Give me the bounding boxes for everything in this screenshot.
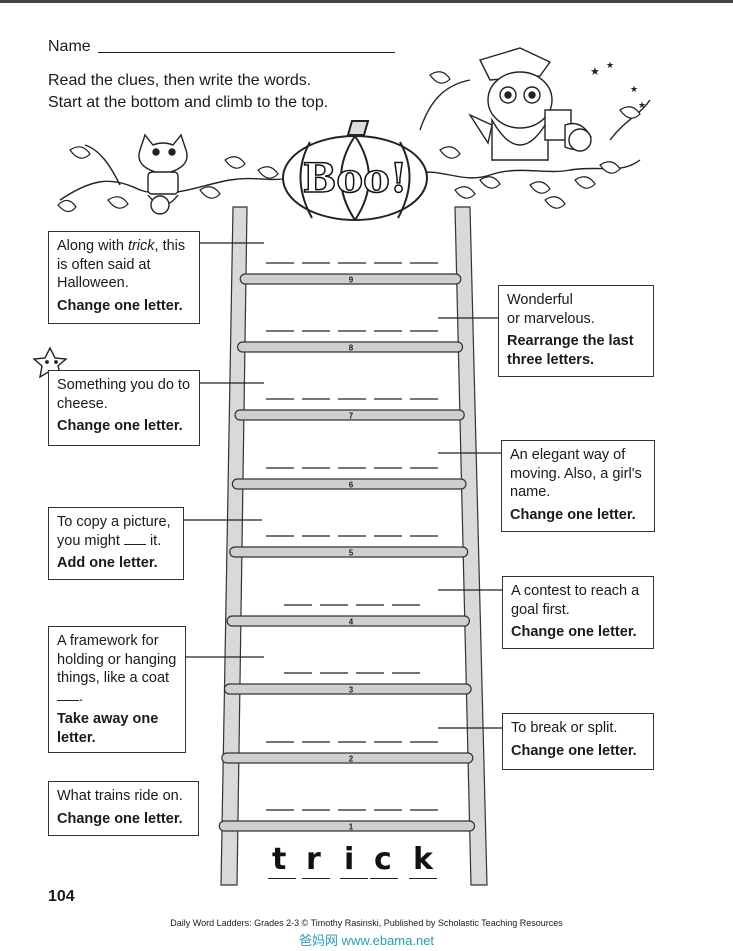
ladder-rung [239, 273, 462, 285]
rung-number: 9 [349, 276, 354, 285]
name-field-line[interactable] [98, 52, 395, 53]
star-badge-icon [32, 346, 68, 379]
start-word-letter: c [374, 842, 392, 877]
ladder-rung [229, 546, 469, 558]
instruction-line-2: Start at the bottom and climb to the top… [48, 94, 329, 111]
start-word-letter: k [413, 842, 433, 877]
footer-credit: Daily Word Ladders: Grades 2-3 © Timothy… [170, 918, 563, 928]
cat-icon [138, 133, 188, 215]
watermark: 爸妈网 www.ebama.net [298, 933, 435, 948]
ladder-rung [234, 409, 465, 421]
start-word-underline [340, 878, 368, 879]
clue-box-rung-6: An elegant way of moving. Also, a girl's… [501, 440, 655, 532]
ladder-rung [237, 341, 464, 353]
svg-text:★: ★ [606, 60, 614, 70]
start-word-underline [302, 878, 330, 879]
rung-number: 5 [349, 549, 354, 558]
start-word-underline [409, 878, 437, 879]
clue-box-rung-2: To break or split. Change one letter. [502, 713, 654, 770]
ladder-rung [221, 752, 474, 764]
clue-box-rung-1: What trains ride on. Change one letter. [48, 781, 199, 836]
ladder-rung [223, 683, 472, 695]
rung-number: 4 [349, 618, 354, 627]
leader-lines [184, 242, 502, 729]
clue-box-rung-4: A contest to reach a goal first. Change … [502, 576, 654, 649]
ladder-rung [231, 478, 467, 490]
inline-blank[interactable] [57, 688, 79, 701]
ladder-rung [218, 820, 476, 832]
owl-icon [468, 47, 592, 161]
svg-text:★: ★ [590, 66, 600, 78]
svg-text:★: ★ [638, 100, 646, 110]
start-word-letter: t [272, 842, 287, 877]
pumpkin-icon [282, 120, 428, 221]
rung-number: 3 [349, 686, 354, 695]
ladder: 9 8 7 6 5 4 3 2 1 [218, 206, 488, 886]
start-word-underline [370, 878, 398, 879]
star-icons: ★ ★ ★ ★ [590, 60, 646, 110]
clue-box-rung-3: A framework for holding or hanging thing… [48, 626, 186, 753]
start-word-underline [268, 878, 296, 879]
start-word-letter: i [344, 842, 355, 877]
inline-blank[interactable] [123, 532, 146, 545]
top-rule [0, 0, 733, 3]
name-label: Name [48, 38, 91, 55]
page-number: 104 [48, 888, 75, 905]
clue-box-rung-7: Something you do to cheese. Change one l… [48, 370, 200, 446]
pumpkin-boo-text: Boo! [303, 155, 408, 202]
ladder-rung [226, 615, 470, 627]
answer-blanks [266, 262, 438, 811]
rung-number: 2 [349, 755, 354, 764]
rung-number: 6 [349, 481, 354, 490]
leaf-icons [57, 71, 641, 213]
clue-box-rung-5: To copy a picture, you might it. Add one… [48, 507, 184, 580]
rung-number: 8 [349, 344, 354, 353]
rung-number: 1 [349, 823, 354, 832]
instruction-line-1: Read the clues, then write the words. [48, 72, 312, 89]
start-word-letter: r [306, 842, 321, 877]
clue-box-rung-8: Wonderful or marvelous. Rearrange the la… [498, 285, 654, 377]
svg-text:★: ★ [630, 84, 638, 94]
clue-box-rung-9: Along with trick, this is often said at … [48, 231, 200, 324]
rung-number: 7 [349, 412, 354, 421]
